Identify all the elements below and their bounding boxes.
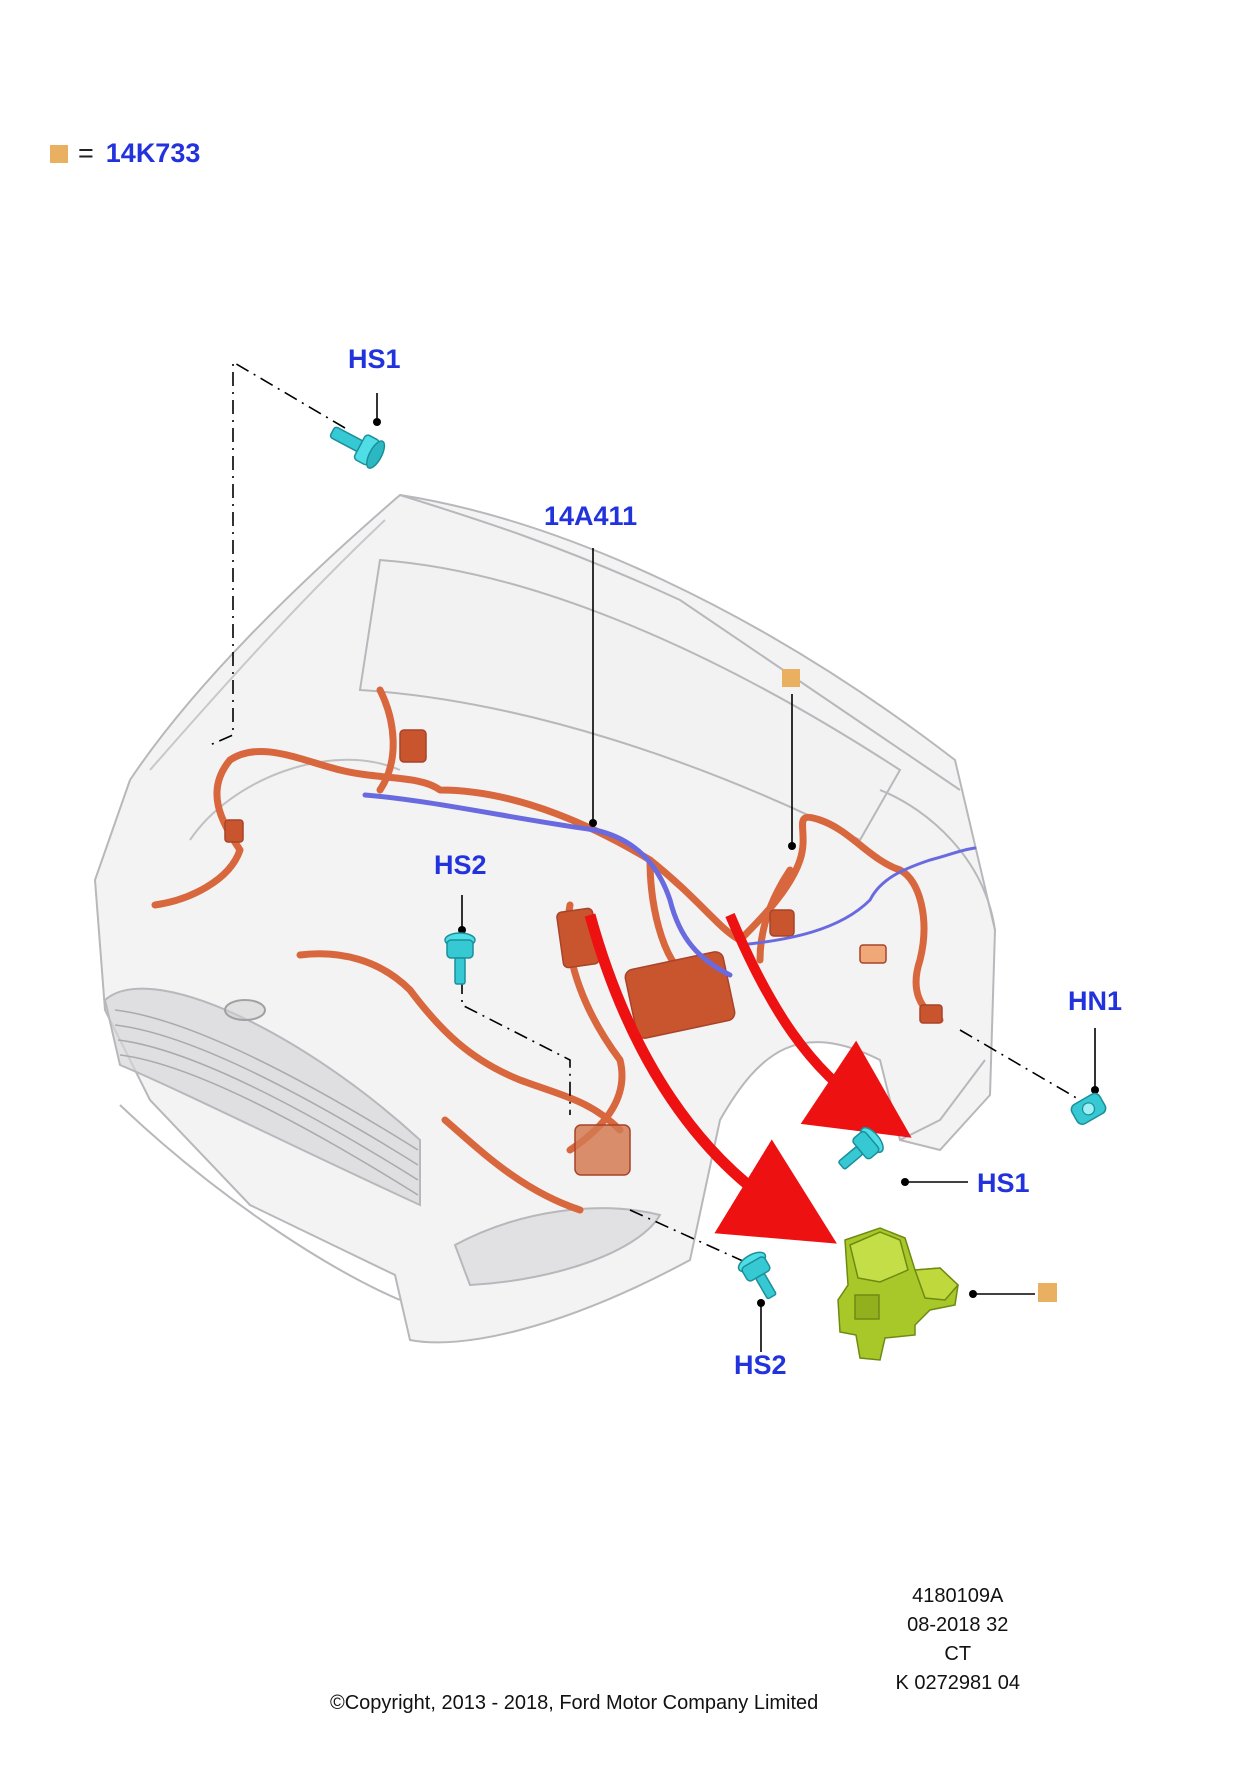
bolt-hs2-left-icon bbox=[444, 932, 476, 985]
leader-dots bbox=[373, 418, 1099, 1307]
dash-dot-lines bbox=[209, 360, 1081, 1263]
vehicle-body bbox=[93, 493, 997, 1344]
harness-connectors bbox=[224, 729, 943, 1176]
nut-hn1-icon bbox=[1070, 1092, 1107, 1125]
arrow-to-bracket bbox=[584, 913, 837, 1244]
callout-hs2-bottom: HS2 bbox=[734, 1350, 787, 1380]
harness-14a411 bbox=[362, 792, 733, 978]
drawing-region-code: CT bbox=[944, 1643, 972, 1665]
callout-harness-14a411: 14A411 bbox=[544, 501, 638, 531]
green-bracket-icon bbox=[837, 1227, 960, 1361]
copyright-notice: ©Copyright, 2013 - 2018, Ford Motor Comp… bbox=[330, 1692, 819, 1714]
drawing-reference-block: 4180109A 08-2018 32 CT K 0272981 04 bbox=[895, 1582, 1020, 1698]
marker-14k733-top bbox=[782, 669, 800, 687]
legend-equals: = bbox=[78, 138, 94, 168]
callout-hs2-left: HS2 bbox=[434, 850, 487, 880]
legend: = 14K733 bbox=[50, 138, 200, 169]
callout-hs1-top: HS1 bbox=[348, 344, 401, 374]
bolt-hs1-right-icon bbox=[838, 1126, 884, 1170]
drawing-number: 4180109A bbox=[912, 1585, 1004, 1607]
legend-marker-square bbox=[50, 144, 68, 163]
callout-hs1-right: HS1 bbox=[977, 1168, 1030, 1198]
legend-part-code: 14K733 bbox=[105, 138, 201, 168]
callout-hn1: HN1 bbox=[1068, 986, 1123, 1016]
drawing-date-code: 08-2018 32 bbox=[907, 1614, 1009, 1636]
arrow-to-hs1 bbox=[725, 913, 912, 1138]
leader-lines bbox=[376, 393, 1096, 1352]
bolt-hs1-top-icon bbox=[329, 426, 386, 469]
marker-14k733-bracket bbox=[1038, 1283, 1057, 1302]
drawing-catalog-code: K 0272981 04 bbox=[895, 1672, 1020, 1694]
harness-blue-branch bbox=[738, 846, 977, 947]
bolt-hs2-bottom-icon bbox=[737, 1251, 777, 1300]
